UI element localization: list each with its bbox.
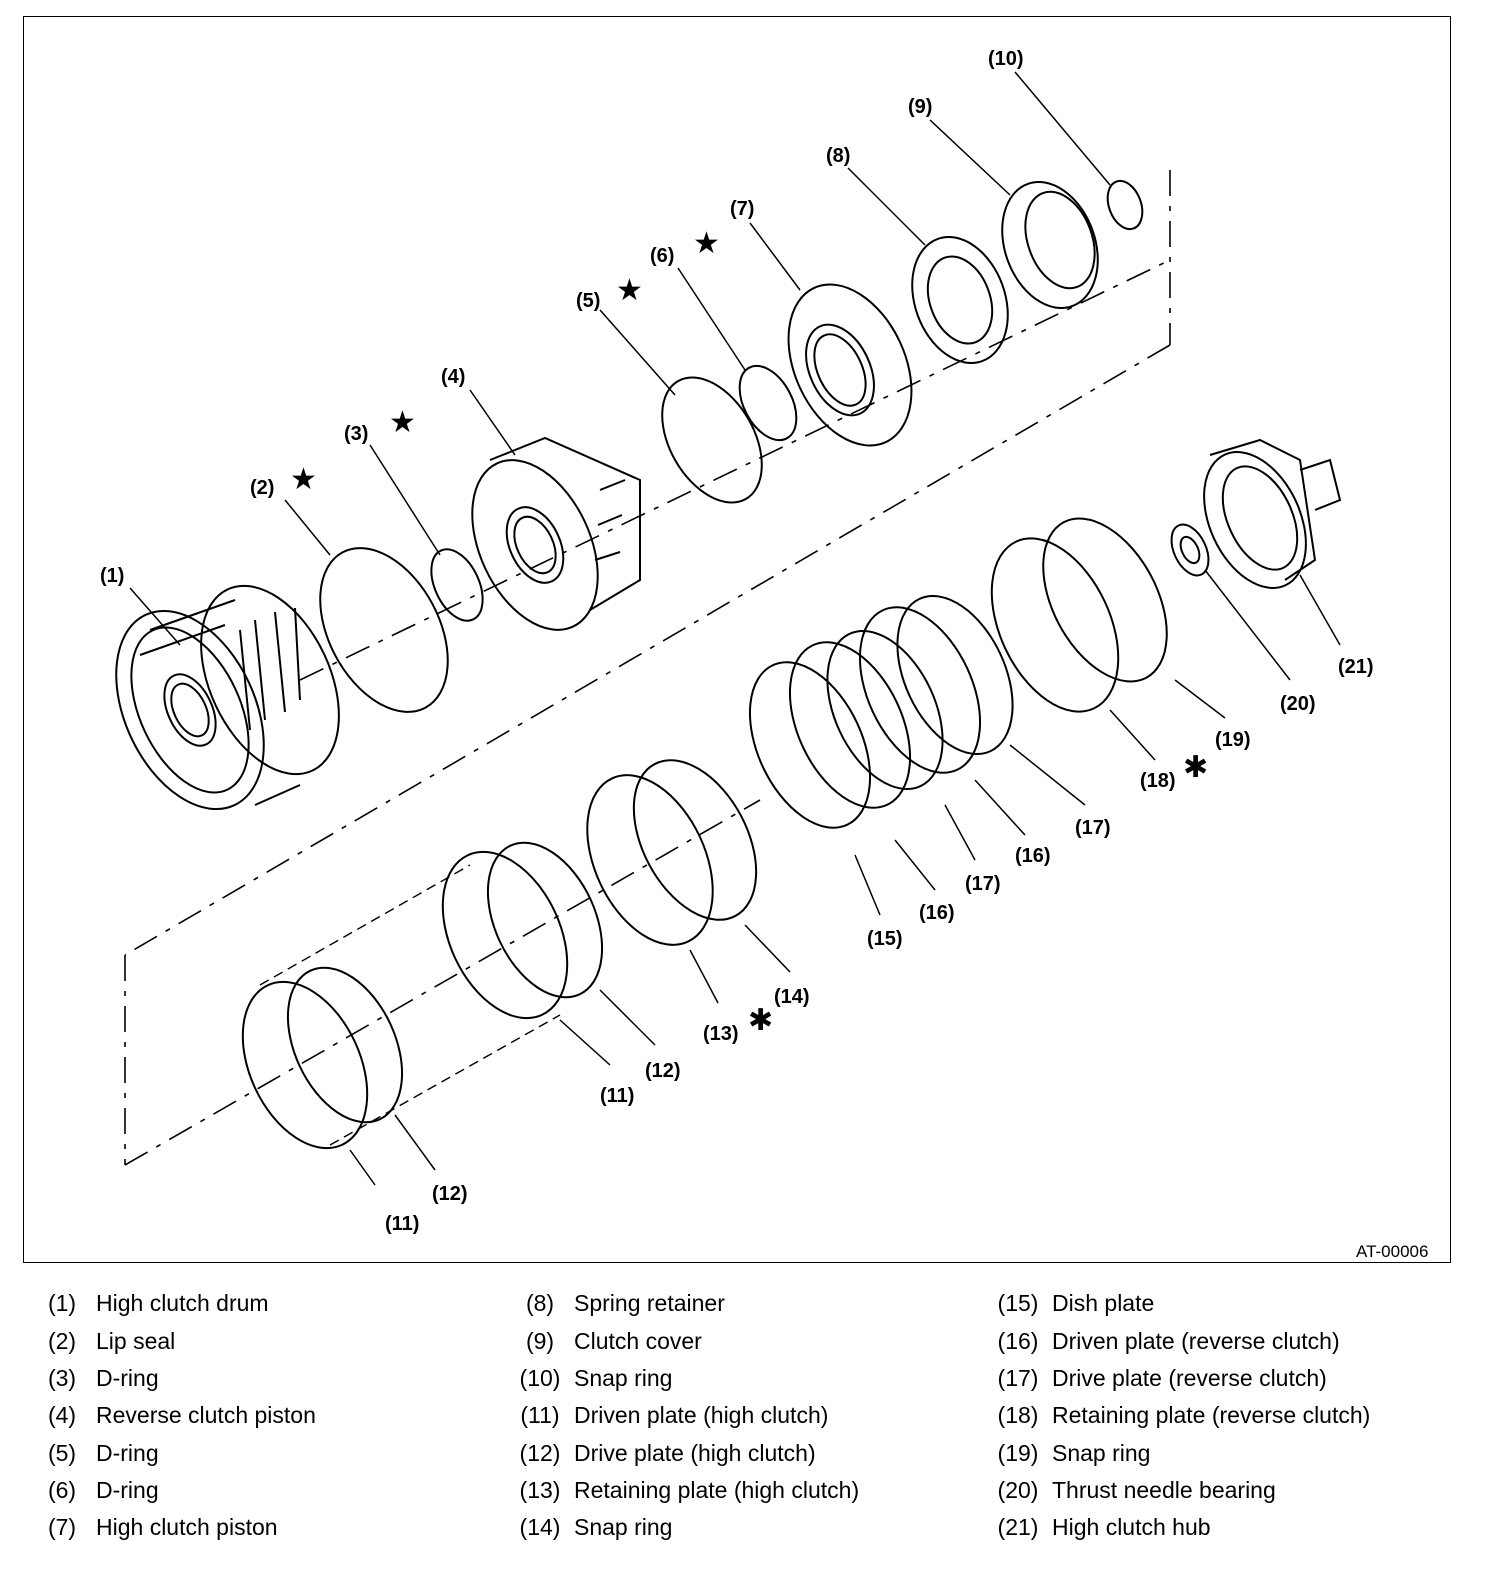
high-clutch-drum-part [115,584,340,811]
callout-16-upper: (16) [1015,845,1051,867]
callout-14: (14) [774,986,810,1008]
callout-6: (6) [650,245,674,267]
star-mark-2: ★ [290,462,317,497]
d-ring-5-part [661,376,763,504]
assembly-axis [124,170,1171,1166]
callout-8: (8) [826,145,850,167]
callout-11-lower: (11) [385,1213,419,1235]
asterisk-mark-13: ✱ [748,1003,773,1038]
drive-plate-reverse-clutch-part [896,594,1014,756]
drive-plate-high-clutch-part [286,966,404,1124]
dish-plate-part [748,661,872,829]
driven-plate-reverse-clutch-part [788,641,912,809]
driven-plate-high-clutch-part [441,850,569,1020]
callout-4: (4) [441,366,465,388]
callouts: (1) (2) (3) (4) (5) (6) (7) (8) (9) (10)… [100,48,1428,1261]
callout-19: (19) [1215,729,1251,751]
plate-stack-guide [259,864,561,1146]
callout-5: (5) [576,290,600,312]
callout-18: (18) [1140,770,1176,792]
retaining-plate-reverse-clutch-part [990,537,1120,713]
callout-9: (9) [908,96,932,118]
callout-3: (3) [344,423,368,445]
d-ring-6-part [738,364,798,442]
figure-id: AT-00006 [1356,1242,1428,1261]
driven-plate-reverse-clutch-part [858,606,982,774]
leader-lines [129,71,1341,1186]
callout-15: (15) [867,928,903,950]
star-mark-3: ★ [389,405,416,440]
callout-21: (21) [1338,656,1374,678]
star-mark-5: ★ [616,273,643,308]
callout-12-lower: (12) [432,1183,468,1205]
callout-16-lower: (16) [919,902,955,924]
snap-ring-14-part [632,759,758,921]
callout-1: (1) [100,565,124,587]
star-mark-6: ★ [693,226,720,261]
thrust-needle-bearing-part [1170,523,1210,577]
snap-ring-19-part [1042,517,1168,683]
diagram-frame [23,16,1451,1263]
retaining-plate-high-clutch-part [586,774,714,946]
callout-17-lower: (17) [965,873,1001,895]
drive-plate-high-clutch-part [486,841,604,999]
callout-2: (2) [250,477,274,499]
high-clutch-hub-part [1203,438,1342,589]
high-clutch-piston-part [787,283,913,447]
callout-13: (13) [703,1023,739,1045]
clutch-cover-part [1001,181,1099,309]
parts-legend: (1)High clutch drum (2)Lip seal (3)D-rin… [47,1290,1371,1540]
callout-12-upper: (12) [645,1060,681,1082]
exploded-view-drawing: (1) (2) (3) (4) (5) (6) (7) (8) (9) (10)… [100,48,1428,1261]
reverse-clutch-piston-part [471,436,641,631]
d-ring-3-part [430,548,484,622]
callout-17-upper: (17) [1075,817,1111,839]
callout-11-upper: (11) [600,1085,634,1107]
driven-plate-high-clutch-part [241,980,369,1150]
callout-7: (7) [730,198,754,220]
lip-seal-part [319,547,449,713]
drive-plate-reverse-clutch-part [826,629,944,791]
snap-ring-10-part [1106,179,1144,231]
asterisk-mark-18: ✱ [1183,750,1208,785]
callout-20: (20) [1280,693,1316,715]
callout-10: (10) [988,48,1024,70]
spring-retainer-part [911,236,1009,364]
